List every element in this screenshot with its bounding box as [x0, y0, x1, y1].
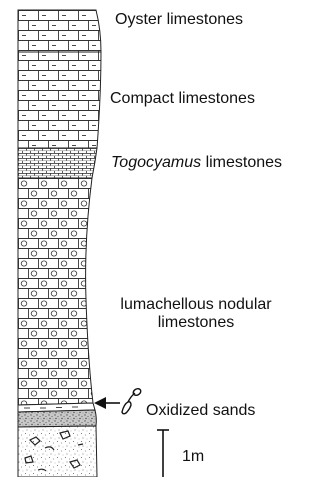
- label-togocyamus-genus: Togocyamus: [111, 154, 201, 171]
- label-togocyamus-rest: limestones: [201, 154, 282, 171]
- arrow-left-icon: [94, 397, 120, 409]
- label-oyster-limestones: Oyster limestones: [115, 11, 243, 29]
- unit-togocyamus-limestones: [18, 148, 97, 178]
- oyster-shell-icon: [122, 387, 142, 413]
- unit-oxidized-sands: [18, 410, 96, 427]
- unit-basal-sand: [18, 426, 97, 477]
- label-compact-limestones: Compact limestones: [110, 90, 255, 108]
- label-lumachellous-line2: limestones: [93, 314, 299, 332]
- label-scale-1m: 1m: [182, 448, 204, 466]
- scale-bar: [157, 430, 169, 477]
- label-lumachellous-line1: lumachellous nodular: [93, 296, 299, 314]
- unit-lumachellous-limestones: [18, 178, 93, 405]
- label-lumachellous-limestones: lumachellous nodular limestones: [93, 296, 299, 332]
- unit-oyster-limestones: [18, 10, 101, 52]
- label-oxidized-sands: Oxidized sands: [146, 402, 255, 420]
- unit-compact-limestones: [18, 52, 101, 148]
- label-togocyamus-limestones: Togocyamus limestones: [111, 154, 282, 172]
